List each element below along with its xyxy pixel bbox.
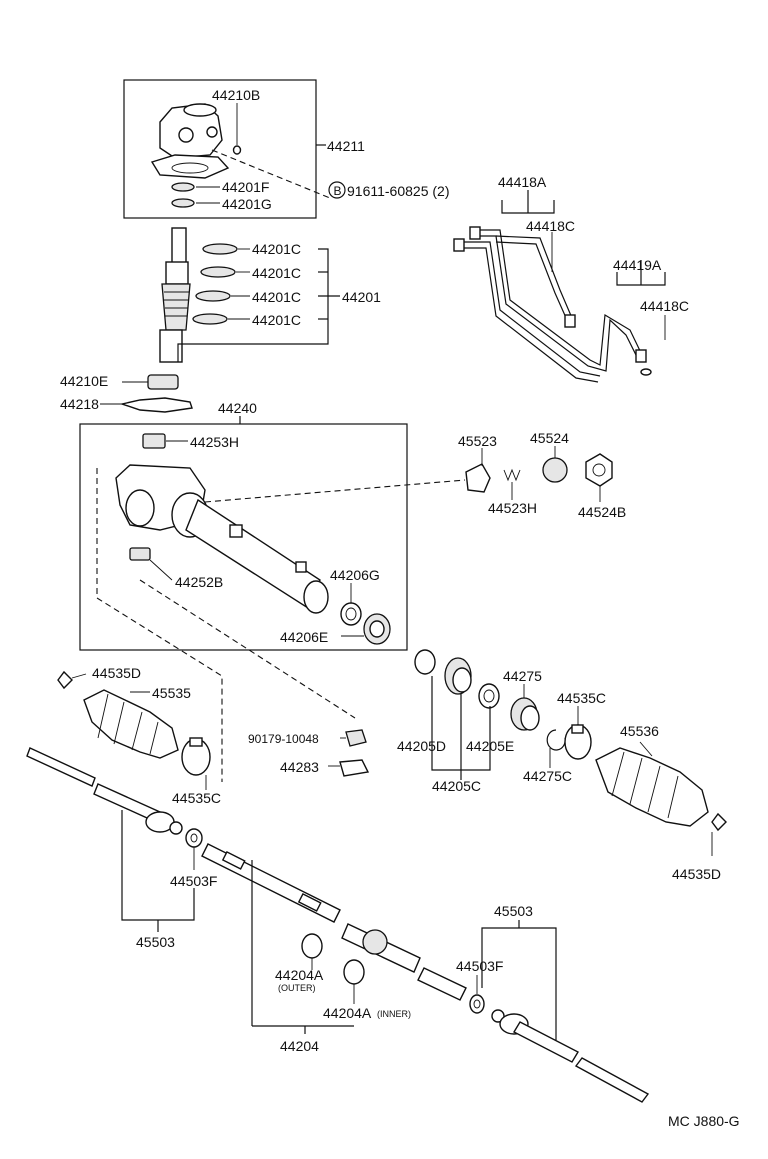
label-44201F: 44201F: [222, 179, 270, 195]
label-44206E: 44206E: [280, 629, 329, 645]
label-44210B: 44210B: [212, 87, 261, 103]
tie-rod-right-45503: [491, 1009, 650, 1103]
bearing-44201G: [171, 198, 195, 208]
nut-90179: [345, 729, 367, 747]
clip-44535D-right: [711, 812, 727, 832]
label-44204A-inner: 44204A: [323, 1005, 372, 1021]
label-44201C-1: 44201C: [252, 241, 302, 257]
tie-rod-left-45503: [26, 747, 183, 835]
pressure-tubes-part: [453, 226, 647, 383]
pinion-shaft-part: [159, 227, 191, 363]
clip-44535D: [57, 670, 73, 690]
label-45503-right: 45503: [494, 903, 533, 919]
label-44283: 44283: [280, 759, 319, 775]
label-44201: 44201: [342, 289, 381, 305]
bushing-44204A-outer: [301, 933, 323, 959]
label-45503-left: 45503: [136, 934, 175, 950]
label-44206G: 44206G: [330, 567, 380, 583]
seal-ring-44201C-4: [192, 313, 228, 325]
rack-bar-44204: [201, 843, 467, 1001]
ring-44206G: [340, 602, 362, 626]
ring-44205E: [478, 683, 500, 709]
clamp-44535C-left: [181, 737, 211, 776]
boot-45536: [595, 747, 709, 827]
label-44204: 44204: [280, 1038, 319, 1054]
label-44535C-left: 44535C: [172, 790, 222, 806]
seal-ring-44201C-3: [195, 290, 231, 302]
clip-45523: [465, 463, 491, 493]
label-44535D-left: 44535D: [92, 665, 142, 681]
washer-44503F-right: [469, 994, 485, 1014]
snap-ring-44275C: [546, 729, 566, 751]
label-44418C-2: 44418C: [640, 298, 690, 314]
label-44205C: 44205C: [432, 778, 482, 794]
nut-44524B: [585, 453, 613, 487]
housing-group-box: [123, 79, 317, 219]
cap-44283: [339, 759, 370, 777]
note-outer: (OUTER): [278, 983, 316, 993]
label-45523: 45523: [458, 433, 497, 449]
bushing-44204A-inner: [343, 959, 365, 985]
label-44211: 44211: [327, 138, 365, 154]
plug-45524: [542, 457, 568, 483]
valve-housing-part: [150, 103, 230, 179]
spring-44523H: [503, 468, 521, 482]
diagram-code: MC J880-G: [668, 1113, 740, 1129]
label-44201C-4: 44201C: [252, 312, 302, 328]
label-44201G: 44201G: [222, 196, 272, 212]
label-44418C-1: 44418C: [526, 218, 576, 234]
bolt-mark: B: [333, 184, 342, 198]
bearing-44201F: [171, 182, 195, 192]
label-44535D-right: 44535D: [672, 866, 722, 882]
label-45536: 45536: [620, 723, 659, 739]
label-44240: 44240: [218, 400, 257, 416]
label-44523H: 44523H: [488, 500, 538, 516]
gasket-44218: [119, 397, 193, 413]
label-44535C-right: 44535C: [557, 690, 607, 706]
label-44201C-3: 44201C: [252, 289, 302, 305]
label-44252B: 44252B: [175, 574, 224, 590]
rack-housing-tube-part: [115, 464, 329, 614]
label-44210E: 44210E: [60, 373, 109, 389]
label-44503F-right: 44503F: [456, 958, 504, 974]
label-44205E: 44205E: [466, 738, 515, 754]
label-45524: 45524: [530, 430, 569, 446]
label-44418A: 44418A: [498, 174, 547, 190]
note-inner: (INNER): [377, 1009, 411, 1019]
ring-44205D: [414, 649, 436, 675]
label-44275: 44275: [503, 668, 542, 684]
seal-ring-44201C-2: [200, 266, 236, 278]
boot-45535: [83, 689, 179, 759]
label-44275C: 44275C: [523, 768, 573, 784]
label-45535: 45535: [152, 685, 191, 701]
label-44201C-2: 44201C: [252, 265, 302, 281]
oring-44418C: [640, 368, 652, 376]
washer-44503F-left: [185, 828, 203, 848]
label-bolt-ref: 91611-60825 (2): [347, 183, 450, 199]
seal-44210B: [232, 145, 242, 155]
bushing-44210E: [147, 374, 179, 390]
clamp-44535C-right: [564, 724, 592, 760]
seal-44205C: [444, 657, 472, 695]
rack-housing-group-box: [79, 423, 408, 651]
bushing-44275: [510, 697, 540, 731]
label-44218: 44218: [60, 396, 99, 412]
label-44253H: 44253H: [190, 434, 240, 450]
label-44419A: 44419A: [613, 257, 662, 273]
label-90179-10048: 90179-10048: [248, 732, 319, 746]
label-44204A-outer: 44204A: [275, 967, 324, 983]
bushing-44253H: [142, 433, 166, 449]
seal-ring-44201C-1: [202, 243, 238, 255]
label-44503F-left: 44503F: [170, 873, 218, 889]
label-44524B: 44524B: [578, 504, 627, 520]
bushing-44252B: [129, 547, 151, 561]
label-44205D: 44205D: [397, 738, 447, 754]
